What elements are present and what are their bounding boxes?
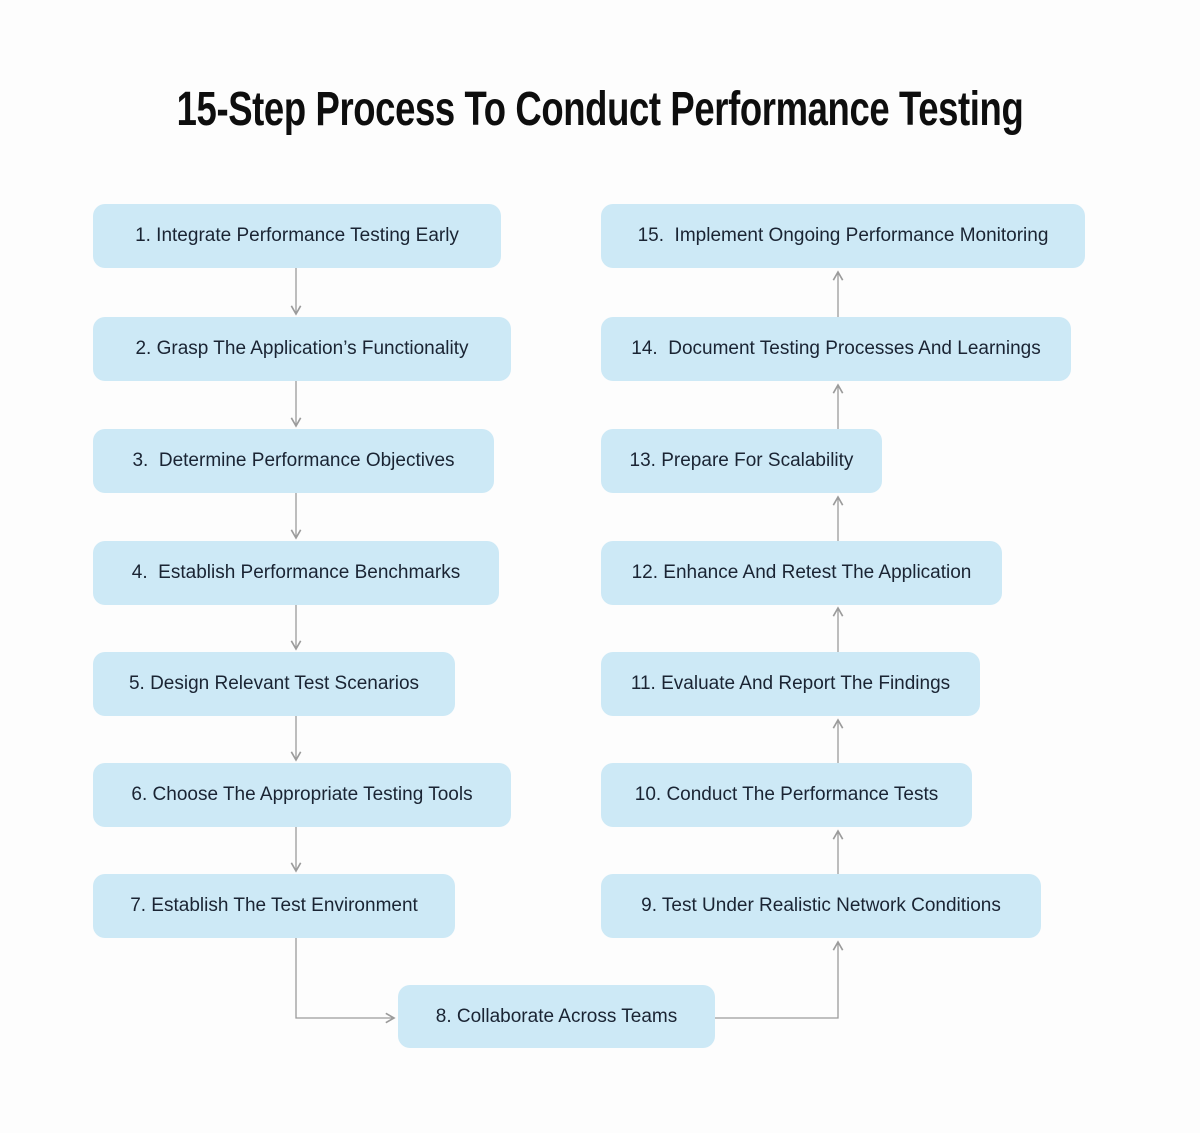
step-box-8: 8. Collaborate Across Teams (398, 985, 715, 1048)
connector-step8-step9 (715, 940, 844, 1019)
step-box-14: 14. Document Testing Processes And Learn… (601, 317, 1071, 381)
step-box-6: 6. Choose The Appropriate Testing Tools (93, 763, 511, 827)
step-box-7: 7. Establish The Test Environment (93, 874, 455, 938)
step-box-9: 9. Test Under Realistic Network Conditio… (601, 874, 1041, 938)
step-box-2: 2. Grasp The Application’s Functionality (93, 317, 511, 381)
step-box-3: 3. Determine Performance Objectives (93, 429, 494, 493)
step-box-10: 10. Conduct The Performance Tests (601, 763, 972, 827)
step-box-4: 4. Establish Performance Benchmarks (93, 541, 499, 605)
connector-step7-step8 (295, 938, 396, 1024)
step-box-12: 12. Enhance And Retest The Application (601, 541, 1002, 605)
step-box-13: 13. Prepare For Scalability (601, 429, 882, 493)
step-box-1: 1. Integrate Performance Testing Early (93, 204, 501, 268)
step-box-15: 15. Implement Ongoing Performance Monito… (601, 204, 1085, 268)
step-box-11: 11. Evaluate And Report The Findings (601, 652, 980, 716)
step-box-5: 5. Design Relevant Test Scenarios (93, 652, 455, 716)
page-title: 15-Step Process To Conduct Performance T… (176, 83, 1024, 136)
